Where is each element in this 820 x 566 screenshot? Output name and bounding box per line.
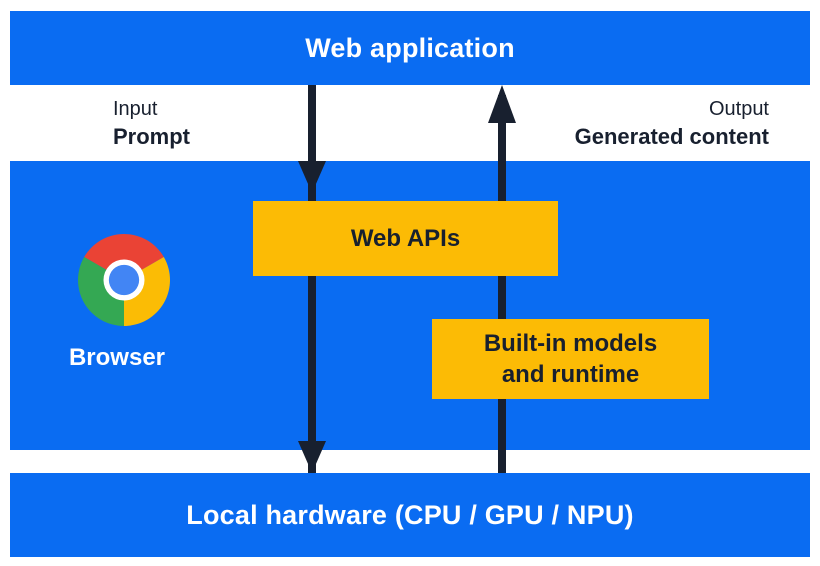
builtin-models-box: Built-in models and runtime: [432, 319, 709, 399]
prompt-down-arrowhead-top: [297, 161, 326, 193]
output-kicker: Output: [708, 98, 769, 120]
local-hardware-label: Local hardware (CPU / GPU / NPU): [186, 499, 634, 530]
web-application-layer: Web application: [10, 11, 810, 85]
chrome-browser-icon: [78, 234, 170, 326]
web-apis-label: Web APIs: [350, 225, 461, 252]
browser-label: Browser: [68, 344, 166, 371]
generated-content-up-arrowhead: [487, 85, 516, 123]
web-application-label: Web application: [305, 32, 515, 63]
output-flow-label: Output Generated content: [575, 96, 769, 151]
builtin-models-label-line1: Built-in models: [483, 330, 658, 357]
prompt-label: Prompt: [113, 124, 190, 149]
generated-content-label: Generated content: [574, 124, 769, 149]
input-kicker: Input: [113, 98, 158, 120]
input-flow-label: Input Prompt: [113, 96, 190, 151]
builtin-models-label-line2: and runtime: [501, 361, 640, 388]
generated-content-up-arrow-line: [497, 95, 506, 473]
web-apis-box: Web APIs: [253, 201, 558, 276]
local-hardware-layer: Local hardware (CPU / GPU / NPU): [10, 473, 810, 557]
prompt-down-arrowhead-bottom: [297, 441, 326, 473]
prompt-down-arrow-line: [307, 85, 316, 473]
